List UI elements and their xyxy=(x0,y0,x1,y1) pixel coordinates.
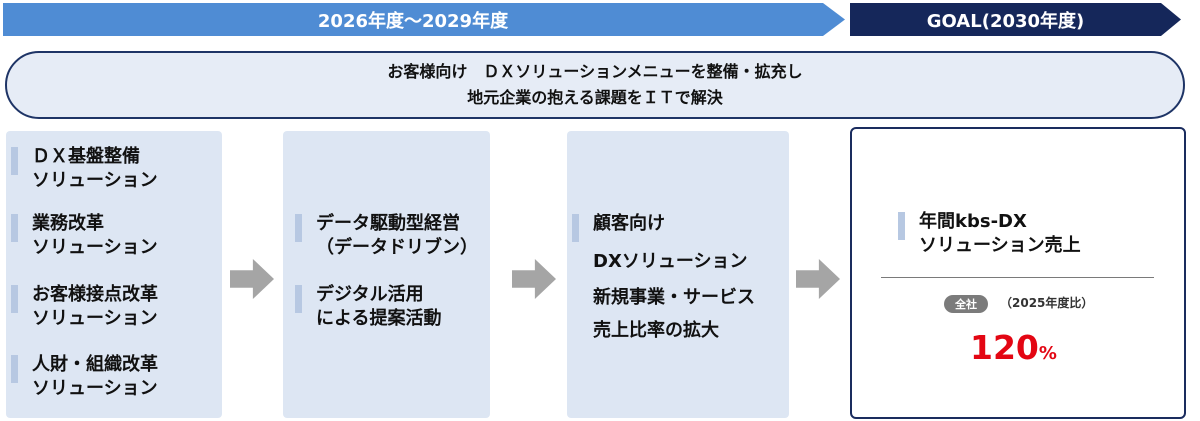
goal-title-line-1: 年間kbs-DX xyxy=(919,211,1027,232)
goal-label: GOAL(2030年度) xyxy=(926,10,1085,32)
expansion-line: 新規事業・サービス xyxy=(593,287,755,308)
management-name: データ駆動型経営 xyxy=(316,213,460,234)
expansion-line: 売上比率の拡大 xyxy=(593,320,719,341)
mission-line-1: お客様向け ＤＸソリューションメニューを整備・拡充し xyxy=(387,62,803,81)
goal-box xyxy=(850,127,1186,419)
solution-suffix: ソリューション xyxy=(32,170,158,191)
bullet-marker xyxy=(11,147,18,175)
expansion-line: DXソリューション xyxy=(593,251,748,272)
solution-suffix: ソリューション xyxy=(32,237,158,258)
management-name: デジタル活用 xyxy=(316,284,424,305)
bullet-marker xyxy=(295,214,302,242)
solutions-box xyxy=(6,131,222,418)
period-arrow-bar: 2026年度〜2029年度 xyxy=(3,3,845,36)
solution-name: 業務改革 xyxy=(32,213,104,234)
mission-banner: お客様向け ＤＸソリューションメニューを整備・拡充し 地元企業の抱える課題をＩＴ… xyxy=(5,51,1185,119)
bullet-marker xyxy=(11,214,18,242)
mission-line-2: 地元企業の抱える課題をＩＴで解決 xyxy=(467,88,723,107)
flow-arrow-icon xyxy=(230,259,274,299)
target-unit: % xyxy=(1038,343,1057,364)
management-box xyxy=(283,131,490,418)
flow-arrow-icon xyxy=(512,259,556,299)
bullet-marker xyxy=(11,355,18,383)
expansion-box xyxy=(567,131,789,418)
goal-divider xyxy=(881,277,1154,278)
expansion-heading: 顧客向け xyxy=(593,213,665,234)
solution-suffix: ソリューション xyxy=(32,378,158,399)
management-detail: （データドリブン） xyxy=(316,237,478,258)
baseline-note: （2025年度比） xyxy=(1000,296,1094,310)
bullet-marker xyxy=(898,212,905,240)
bullet-marker xyxy=(572,214,579,242)
solution-name: 人財・組織改革 xyxy=(32,354,158,375)
target-value: 120% xyxy=(970,328,1080,367)
bullet-marker xyxy=(295,285,302,313)
goal-arrow-bar: GOAL(2030年度) xyxy=(850,3,1181,36)
goal-title-line-2: ソリューション売上 xyxy=(919,235,1081,256)
solution-name: お客様接点改革 xyxy=(32,284,158,305)
management-detail: による提案活動 xyxy=(316,308,442,329)
scope-badge: 全社 xyxy=(944,295,988,313)
period-label: 2026年度〜2029年度 xyxy=(317,10,509,32)
target-number: 120 xyxy=(970,328,1039,367)
solution-suffix: ソリューション xyxy=(32,308,158,329)
solution-name: ＤＸ基盤整備 xyxy=(32,146,140,167)
flow-arrow-icon xyxy=(796,259,840,299)
bullet-marker xyxy=(11,285,18,313)
